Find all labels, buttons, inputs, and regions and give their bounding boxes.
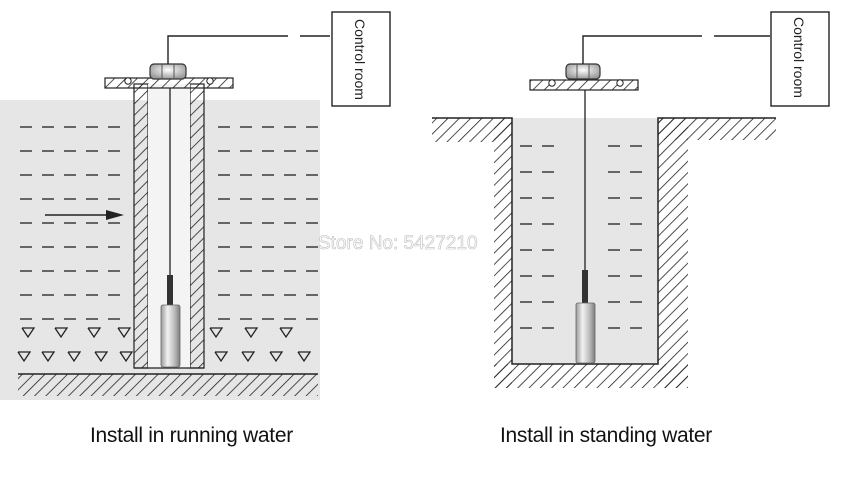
- sediment-triangle: [17, 351, 32, 363]
- control-room-box-right: Control room: [770, 11, 830, 107]
- control-room-box-left: Control room: [331, 11, 391, 107]
- sediment-triangle: [269, 351, 284, 363]
- right-installation: Control room: [432, 11, 830, 388]
- flow-arrow-icon: [45, 210, 124, 220]
- sediment-triangle: [67, 351, 82, 363]
- sediment-markers: [17, 327, 312, 363]
- cable-gland-nut-icon-right: [565, 63, 601, 80]
- well-wall-hatch: [432, 118, 776, 388]
- caption-running-water: Install in running water: [90, 424, 293, 447]
- left-installation: Control room: [0, 11, 391, 400]
- sediment-triangle: [297, 351, 312, 363]
- level-sensor-icon-right: [575, 270, 596, 364]
- water-dash-lines-right: [520, 145, 642, 329]
- installation-diagram: Control room: [0, 11, 830, 400]
- flange-bolt-icons-right: [548, 79, 624, 87]
- sediment-triangle: [54, 327, 69, 339]
- sediment-triangle: [244, 327, 259, 339]
- river-bed-hatch: [18, 374, 318, 396]
- store-watermark: Store No: 5427210: [318, 233, 478, 254]
- cable-gland-nut-icon: [149, 63, 187, 80]
- sediment-triangle: [119, 351, 134, 363]
- signal-cable: [167, 35, 288, 64]
- sediment-triangle: [241, 351, 256, 363]
- sediment-triangle: [41, 351, 56, 363]
- flange-bolt-icons: [124, 77, 214, 85]
- water-dash-lines: [20, 126, 318, 320]
- sediment-triangle: [209, 327, 224, 339]
- sediment-triangle: [87, 327, 102, 339]
- signal-cable-right: [582, 35, 702, 64]
- sediment-triangle: [214, 351, 229, 363]
- caption-standing-water: Install in standing water: [500, 424, 712, 447]
- mounting-flange-right: [529, 79, 639, 91]
- control-room-label-left: Control room: [352, 19, 368, 100]
- sediment-triangle: [94, 351, 109, 363]
- sediment-triangle: [279, 327, 294, 339]
- sediment-triangle: [21, 327, 36, 339]
- level-sensor-icon: [160, 275, 181, 368]
- sediment-triangle: [117, 327, 132, 339]
- control-room-label-right: Control room: [791, 17, 807, 98]
